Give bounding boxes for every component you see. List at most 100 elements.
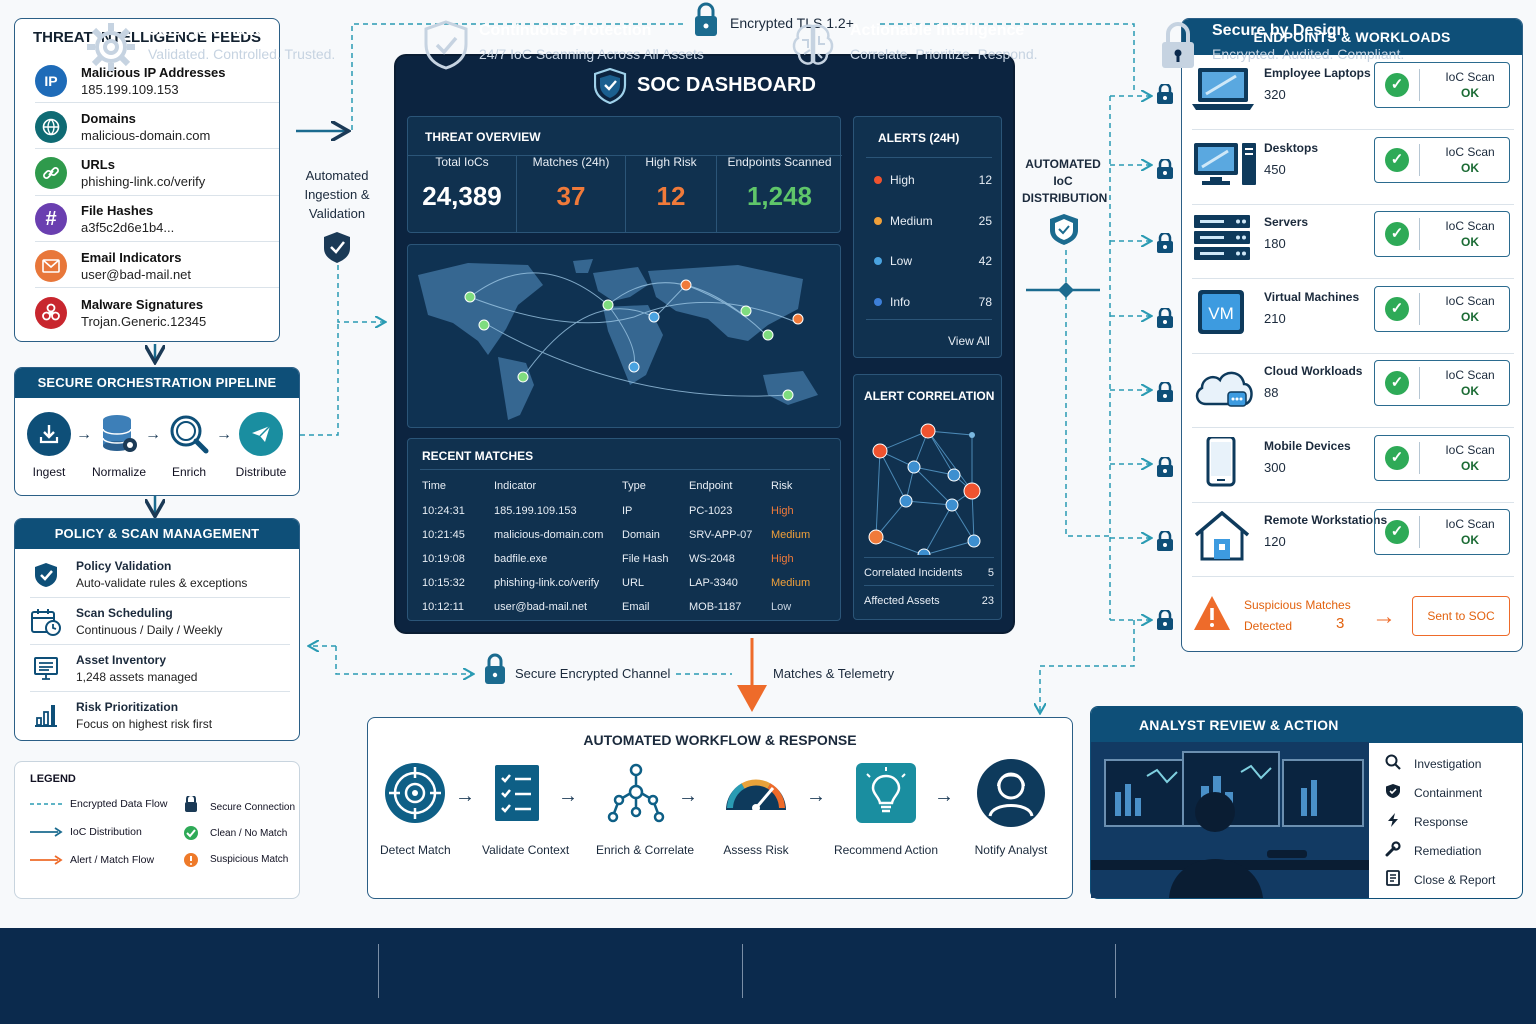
link-icon bbox=[35, 157, 67, 190]
pipeline-step-ingest[interactable]: Ingest bbox=[14, 412, 84, 479]
gear-icon bbox=[87, 23, 135, 71]
bar-chart-icon bbox=[30, 702, 62, 728]
table-cell: 10:12:11 bbox=[422, 601, 465, 613]
wrench-icon bbox=[1384, 841, 1402, 860]
endpoints-title: ENDPOINTS & WORKLOADS bbox=[1182, 19, 1522, 55]
action-close-report[interactable]: Close & Report bbox=[1384, 870, 1495, 889]
workflow-arrow: → bbox=[934, 785, 954, 807]
action-containment[interactable]: Containment bbox=[1384, 783, 1482, 802]
pipeline-step-normalize[interactable]: Normalize bbox=[84, 412, 154, 479]
scan-label: IoC Scan bbox=[1445, 293, 1495, 308]
status-dot bbox=[874, 297, 882, 306]
report-icon bbox=[1384, 870, 1402, 889]
table-cell: badfile.exe bbox=[494, 553, 548, 565]
workflow-step-enrich[interactable]: Enrich & Correlate bbox=[596, 762, 694, 857]
endpoint-name: Mobile Devices bbox=[1264, 438, 1351, 453]
status-dot bbox=[874, 257, 882, 265]
scan-label: IoC Scan bbox=[1445, 144, 1495, 159]
workflow-step-label: Recommend Action bbox=[833, 843, 939, 857]
download-icon bbox=[27, 412, 71, 456]
legend-line-samples bbox=[30, 803, 63, 865]
table-cell: malicious-domain.com bbox=[494, 529, 604, 541]
action-remediation[interactable]: Remediation bbox=[1384, 841, 1481, 860]
action-label: Containment bbox=[1414, 785, 1483, 800]
workflow-step-detect[interactable]: Detect Match bbox=[380, 762, 451, 857]
scan-status: OK bbox=[1461, 533, 1479, 547]
action-response[interactable]: Response bbox=[1384, 812, 1468, 831]
policy-item-name: Scan Scheduling bbox=[76, 606, 173, 620]
view-all-link[interactable]: View All bbox=[948, 334, 990, 348]
feed-name: Malware Signatures bbox=[81, 296, 204, 312]
action-label: Investigation bbox=[1414, 756, 1482, 771]
soc-title: SOC DASHBOARD bbox=[637, 74, 816, 96]
monitor-list-icon bbox=[30, 656, 62, 682]
pipeline-step-enrich[interactable]: Enrich bbox=[154, 412, 224, 479]
analyst-workstation-illustration bbox=[1091, 742, 1369, 898]
pipeline-step-label: Normalize bbox=[91, 465, 146, 479]
legend-item: Clean / No Match bbox=[210, 828, 288, 839]
action-investigation[interactable]: Investigation bbox=[1384, 754, 1481, 773]
workflow-step-assess[interactable]: Assess Risk bbox=[718, 762, 794, 857]
endpoint-count: 88 bbox=[1264, 385, 1279, 400]
workflow-step-notify[interactable]: Notify Analyst bbox=[968, 759, 1054, 857]
table-cell: URL bbox=[622, 577, 645, 589]
table-cell: MOB-1187 bbox=[689, 601, 742, 613]
workflow-step-recommend[interactable]: Recommend Action bbox=[832, 762, 940, 857]
check-circle-icon bbox=[184, 826, 198, 840]
check-icon: ✓ bbox=[1385, 73, 1409, 97]
laptop-icon bbox=[1192, 64, 1254, 114]
search-icon bbox=[1384, 754, 1402, 773]
feed-name: File Hashes bbox=[81, 203, 154, 219]
alert-label: Medium bbox=[890, 213, 933, 228]
workflow-step-validate[interactable]: Validate Context bbox=[482, 762, 569, 857]
gauge-icon bbox=[726, 779, 786, 812]
server-icon bbox=[1192, 213, 1252, 263]
pipeline-arrow: → bbox=[76, 426, 92, 443]
table-cell: 10:21:45 bbox=[422, 529, 465, 541]
table-cell: 10:19:08 bbox=[422, 553, 465, 565]
table-cell: High bbox=[771, 553, 794, 565]
feed-name: URLs bbox=[81, 157, 115, 173]
distribution-shield-icon bbox=[1050, 214, 1078, 245]
sent-to-soc-button[interactable]: Sent to SOC bbox=[1412, 596, 1510, 636]
ingestion-shield-icon bbox=[324, 232, 350, 263]
pipeline-step-distribute[interactable]: Distribute bbox=[226, 412, 296, 479]
